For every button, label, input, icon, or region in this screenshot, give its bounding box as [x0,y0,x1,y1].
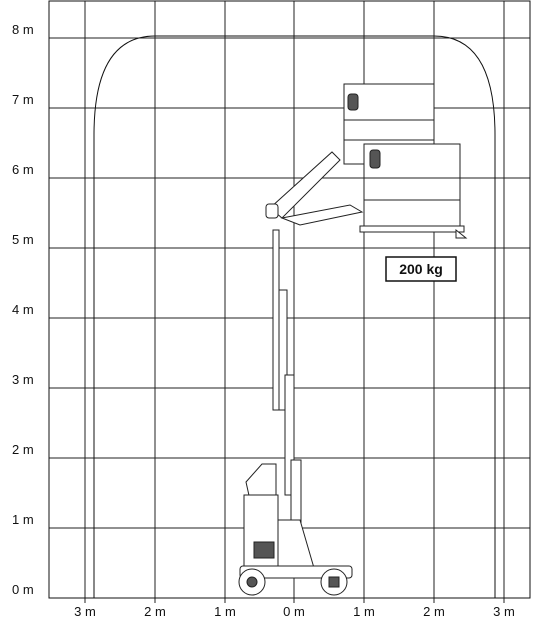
x-tick-left-3: 3 m [74,604,96,619]
x-tick-right-2: 2 m [423,604,445,619]
mast-section-1 [272,229,280,411]
grid [49,1,530,603]
basket-floor [359,225,465,233]
chassis-front [277,519,315,569]
front-wheel-hub [328,576,340,588]
y-tick-4: 4 m [12,302,34,317]
lift-machine-illustration [238,83,468,596]
jib-arm [269,151,341,219]
y-tick-8: 8 m [12,22,34,37]
rear-wheel-hub [246,576,258,588]
x-tick-right-1: 1 m [353,604,375,619]
working-envelope [93,35,496,598]
mast-section-4 [290,459,302,526]
plot-frame [48,0,531,599]
mast-section-3 [284,374,295,496]
basket-step [455,228,468,239]
jib-pivot [265,203,279,219]
x-axis-labels: 3 m 2 m 1 m 0 m 1 m 2 m 3 m [74,604,515,619]
load-capacity-box [385,256,457,282]
y-tick-1: 1 m [12,512,34,527]
x-tick-left-1: 1 m [214,604,236,619]
y-tick-5: 5 m [12,232,34,247]
y-axis-labels: 0 m 1 m 2 m 3 m 4 m 5 m 6 m 7 m 8 m [12,22,34,597]
jib-link [280,204,364,226]
y-tick-7: 7 m [12,92,34,107]
basket-raised-controls [347,93,359,111]
load-capacity-badge: 200 kg [385,256,457,282]
mast-section-2 [278,289,288,411]
y-tick-6: 6 m [12,162,34,177]
load-capacity-label: 200 kg [399,261,443,277]
y-tick-0: 0 m [12,582,34,597]
chassis-control-box [253,541,275,559]
y-tick-3: 3 m [12,372,34,387]
basket [359,143,468,239]
x-tick-right-3: 3 m [493,604,515,619]
x-tick-zero: 0 m [283,604,305,619]
x-tick-left-2: 2 m [144,604,166,619]
y-tick-2: 2 m [12,442,34,457]
basket-controls [369,149,381,169]
